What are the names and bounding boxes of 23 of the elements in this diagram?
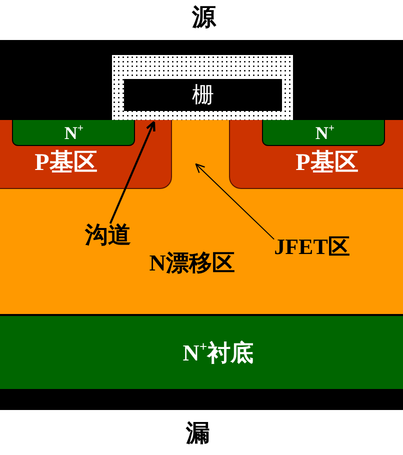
- gate-oxide: [112, 55, 293, 120]
- region-label: N$^{+}$: [64, 124, 84, 142]
- callout-label: 沟道: [85, 224, 131, 246]
- leader-arrow: [109, 120, 156, 224]
- callout-label: JFET区: [274, 236, 350, 258]
- electrode-label: 源: [192, 6, 216, 30]
- n-plus-region: [262, 120, 385, 146]
- drain-electrode: [0, 389, 403, 410]
- region-label: P基区: [296, 151, 358, 175]
- region-label: N$^{+}$衬底: [182, 342, 254, 364]
- electrode-label: 漏: [186, 422, 210, 446]
- region-label: 栅: [192, 84, 214, 106]
- p-base-region: [229, 120, 403, 189]
- region-label: N漂移区: [149, 252, 235, 274]
- p-base-region: [0, 120, 172, 189]
- substrate-layer: [0, 314, 403, 389]
- region-label: N$^{+}$: [315, 124, 335, 142]
- drift-region: [0, 120, 403, 314]
- gate-electrode: [124, 79, 282, 111]
- leader-arrow: [195, 163, 275, 240]
- source-electrode: [0, 40, 403, 120]
- n-plus-region: [12, 120, 135, 146]
- region-label: P基区: [34, 151, 98, 175]
